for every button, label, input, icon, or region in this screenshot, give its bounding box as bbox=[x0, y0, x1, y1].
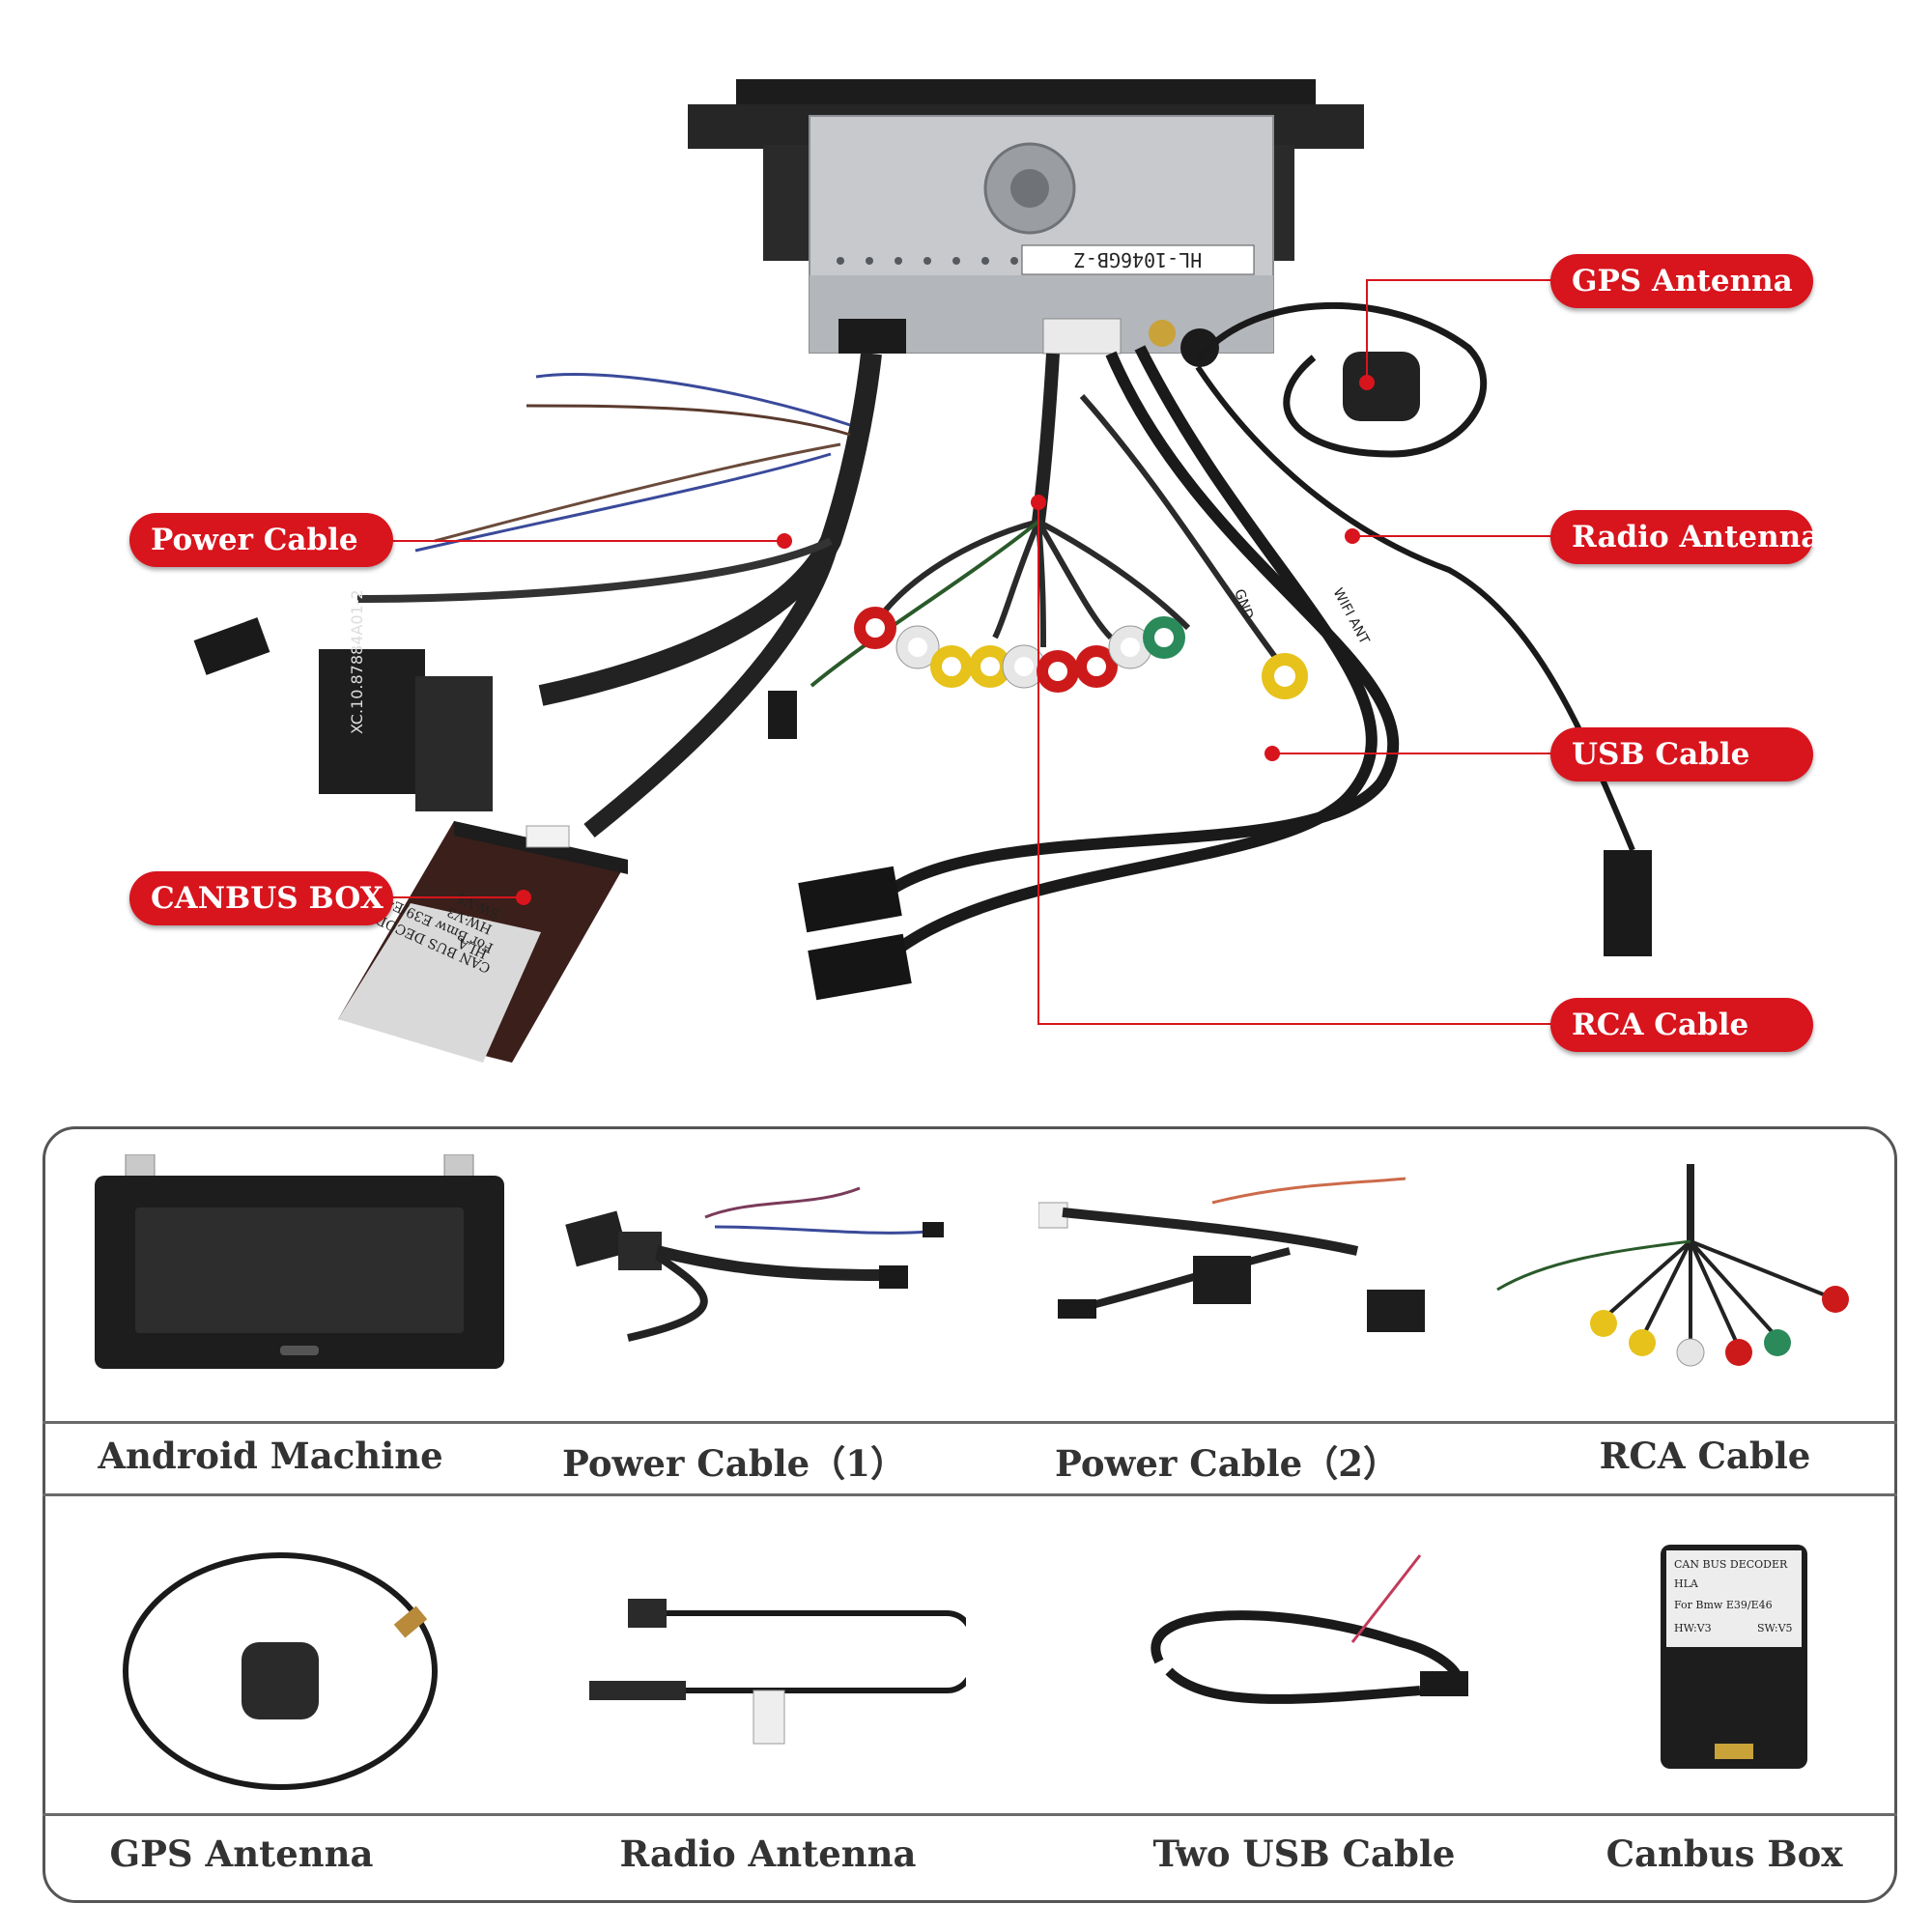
gps-antenna-main bbox=[1195, 301, 1488, 458]
callout-usb-cable: USB Cable bbox=[1550, 727, 1813, 781]
leader-dots bbox=[516, 375, 1375, 905]
android-machine-icon bbox=[95, 1154, 504, 1369]
usb-plugs-main bbox=[798, 866, 912, 1001]
caption-android-machine: Android Machine bbox=[98, 1435, 443, 1477]
callout-radio-antenna: Radio Antenna bbox=[1550, 510, 1820, 564]
connector-tag: XC.10.87884A01-2 bbox=[348, 589, 366, 734]
canbus-thumb-line5: SW:V5 bbox=[1757, 1622, 1793, 1634]
row1-divider-top bbox=[43, 1421, 1897, 1424]
power-harness bbox=[356, 352, 882, 838]
row1-divider-bottom bbox=[43, 1493, 1897, 1496]
power-cable-2-icon bbox=[1038, 1177, 1425, 1332]
head-unit: HL-1046GB-Z bbox=[688, 79, 1364, 367]
power-connector-plugs: XC.10.87884A01-2 bbox=[193, 589, 493, 811]
caption-usb-cable: Two USB Cable bbox=[1152, 1833, 1456, 1875]
canbus-thumb-line2: HLA bbox=[1674, 1577, 1699, 1590]
caption-gps-antenna: GPS Antenna bbox=[109, 1833, 374, 1875]
row2-divider bbox=[43, 1813, 1897, 1816]
radio-antenna-main bbox=[1195, 365, 1652, 956]
canbus-thumb-line4: HW:V3 bbox=[1674, 1622, 1712, 1634]
callout-gps-antenna: GPS Antenna bbox=[1550, 254, 1813, 308]
callout-power-cable: Power Cable bbox=[129, 513, 393, 567]
model-label: HL-1046GB-Z bbox=[1074, 248, 1202, 271]
accessories-panel bbox=[43, 1126, 1897, 1903]
power-cable-1-icon bbox=[565, 1186, 944, 1342]
gps-antenna-icon bbox=[123, 1552, 438, 1790]
usb-cable-icon bbox=[1151, 1554, 1468, 1704]
radio-antenna-icon bbox=[589, 1599, 966, 1745]
rca-plugs bbox=[768, 607, 1308, 739]
callout-canbus-box: CANBUS BOX bbox=[129, 871, 393, 925]
callout-rca-cable: RCA Cable bbox=[1550, 998, 1813, 1052]
rca-cable-icon bbox=[1496, 1164, 1849, 1367]
caption-canbus-box: Canbus Box bbox=[1605, 1833, 1843, 1875]
canbus-thumb-line3: For Bmw E39/E46 bbox=[1674, 1599, 1773, 1611]
caption-radio-antenna: Radio Antenna bbox=[619, 1833, 917, 1875]
canbus-thumb-line1: CAN BUS DECODER bbox=[1674, 1558, 1788, 1571]
caption-rca-cable: RCA Cable bbox=[1599, 1435, 1811, 1477]
caption-power-cable-1: Power Cable（1） bbox=[562, 1442, 906, 1485]
canbus-box-icon: CAN BUS DECODER HLA For Bmw E39/E46 HW:V… bbox=[1661, 1545, 1807, 1769]
canbus-box-main: CAN BUS DECODER HLA For Bmw E39/E46 HW:V… bbox=[338, 821, 628, 1063]
leader-lines bbox=[367, 279, 1565, 1025]
caption-power-cable-2: Power Cable（2） bbox=[1055, 1442, 1399, 1485]
